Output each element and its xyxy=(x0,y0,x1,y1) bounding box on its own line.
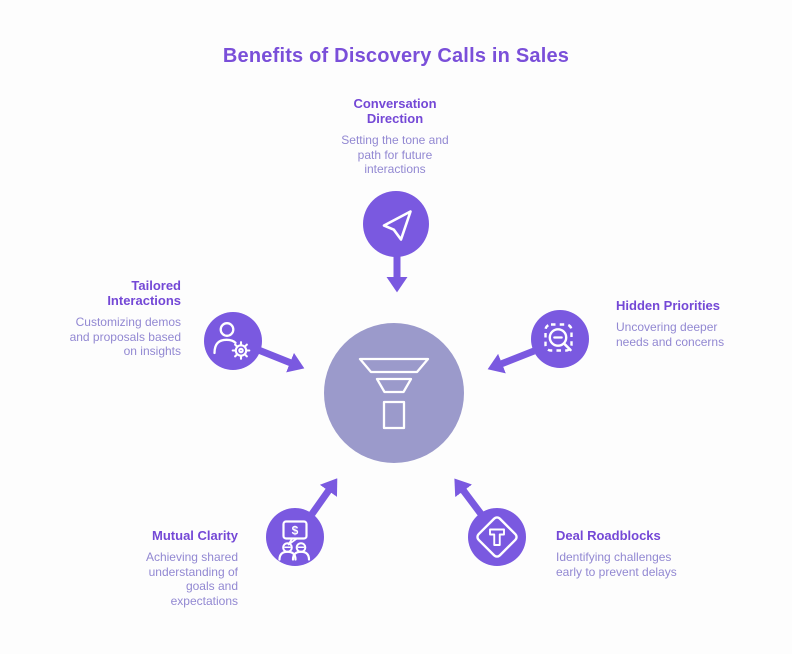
spoke-heading: Conversation Direction xyxy=(353,96,437,126)
spoke-description: Achieving shared understanding of goals … xyxy=(145,550,238,608)
spoke-mutual-clarity: Mutual Clarity Achieving shared understa… xyxy=(130,528,238,608)
arrow-right-to-hub xyxy=(487,347,536,374)
user-gear-icon xyxy=(204,312,262,370)
spoke-heading: Tailored Interactions xyxy=(107,278,181,308)
t-junction-sign-icon xyxy=(468,508,526,566)
spoke-heading: Hidden Priorities xyxy=(616,298,721,313)
paper-plane-icon xyxy=(363,191,429,257)
spoke-conversation-direction: Conversation Direction Setting the tone … xyxy=(333,96,457,177)
page-title: Benefits of Discovery Calls in Sales xyxy=(222,45,570,67)
spoke-description: Setting the tone and path for future int… xyxy=(341,133,449,176)
spoke-description: Uncovering deeper needs and concerns xyxy=(616,320,725,349)
hub-circle xyxy=(324,323,464,463)
spoke-hidden-priorities: Hidden Priorities Uncovering deeper need… xyxy=(616,298,734,349)
magnifier-selection-icon xyxy=(531,310,589,368)
spoke-description: Customizing demos and proposals based on… xyxy=(69,315,181,358)
spoke-heading: Mutual Clarity xyxy=(152,528,238,543)
sales-discussion-icon: $ xyxy=(266,508,324,566)
dollar-glyph: $ xyxy=(292,524,299,538)
spoke-deal-roadblocks: Deal Roadblocks Identifying challenges e… xyxy=(556,528,684,579)
gear-glyph xyxy=(231,341,251,360)
spoke-heading: Deal Roadblocks xyxy=(556,528,661,543)
funnel-icon xyxy=(358,357,430,430)
spoke-description: Identifying challenges early to prevent … xyxy=(556,550,677,579)
spoke-tailored-interactions: Tailored Interactions Customizing demos … xyxy=(61,278,181,359)
